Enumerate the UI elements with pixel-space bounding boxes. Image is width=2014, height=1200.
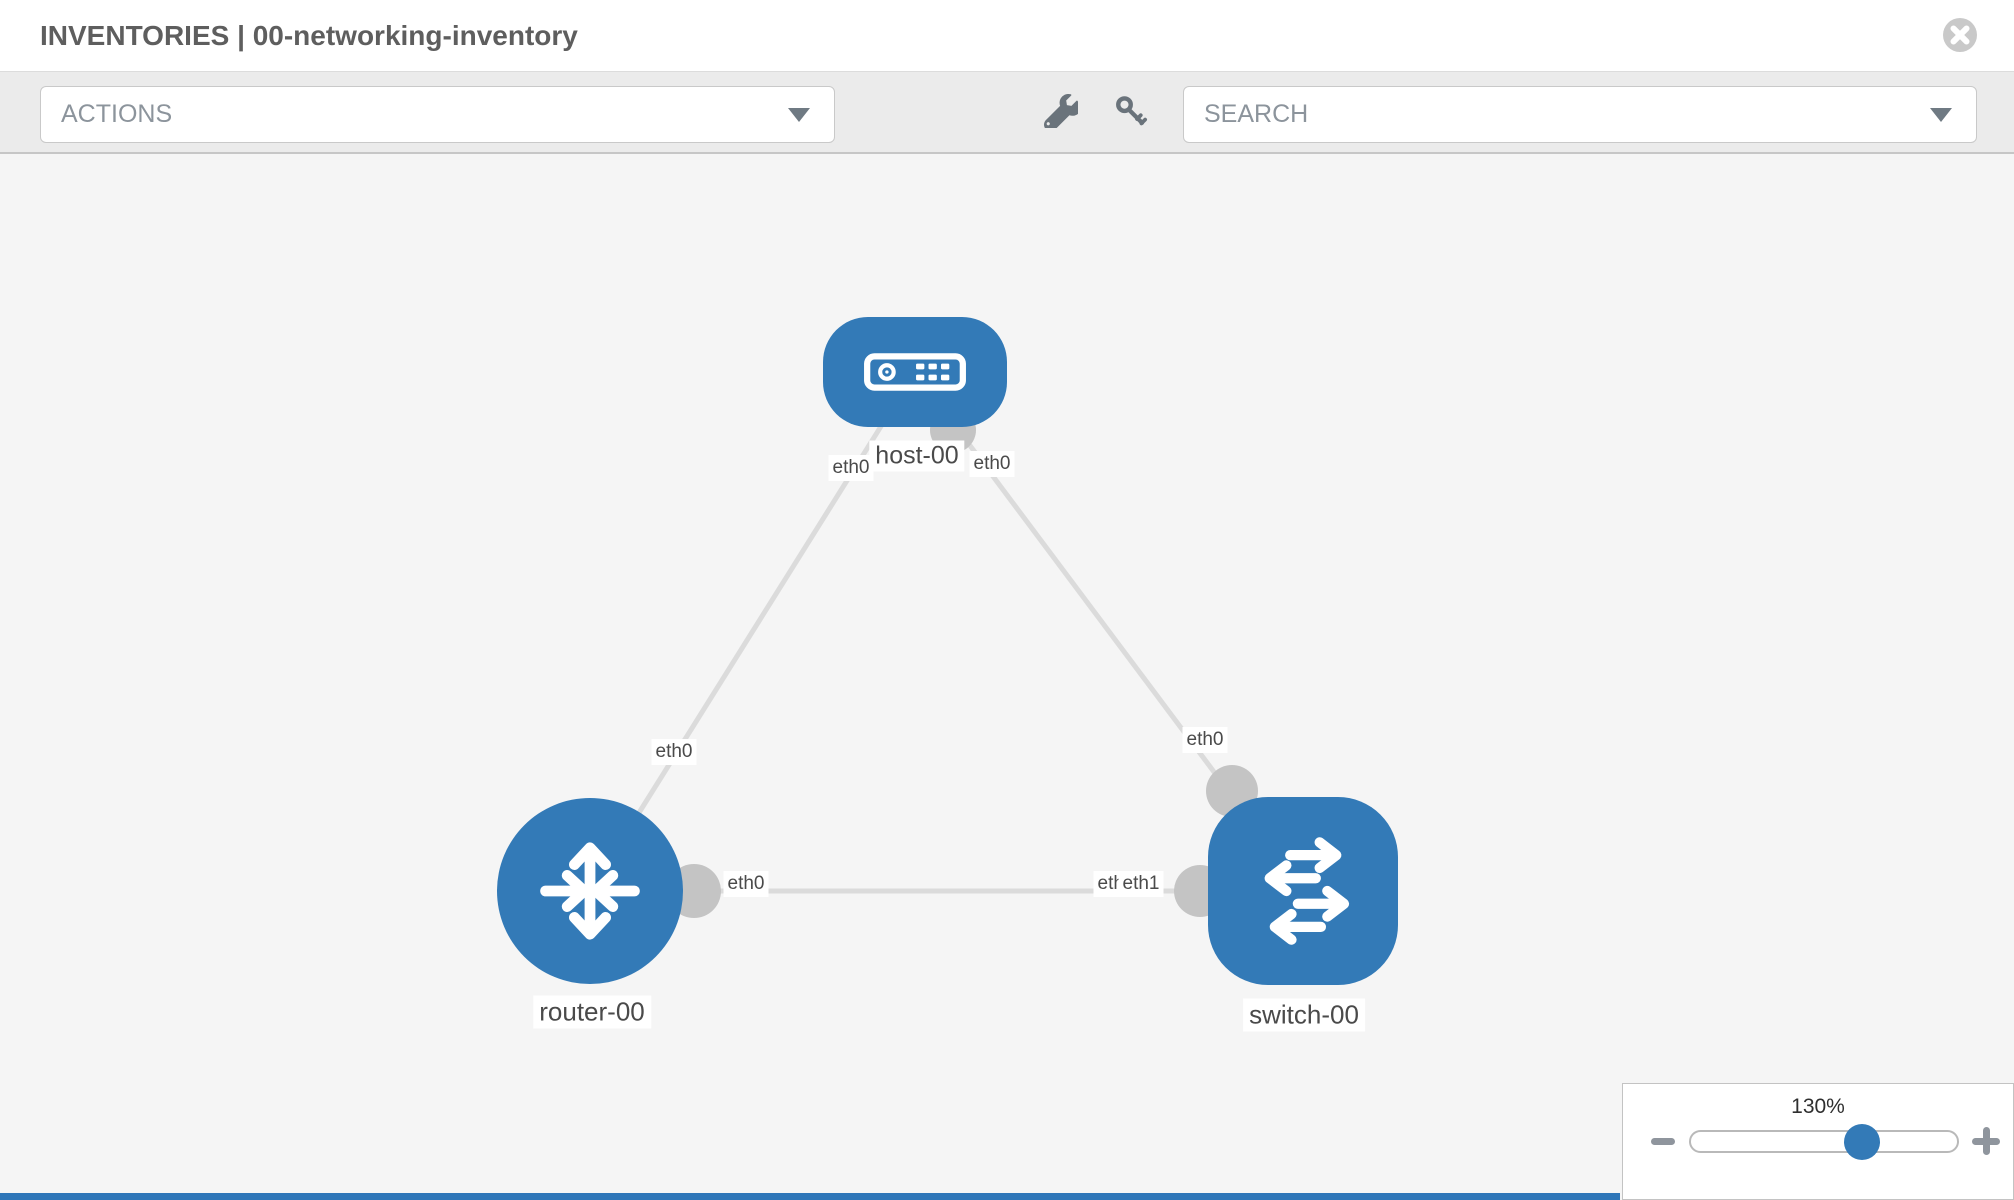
chevron-down-icon (788, 107, 810, 122)
search-dropdown[interactable]: SEARCH (1183, 86, 1977, 143)
topology-canvas[interactable] (0, 154, 2014, 1200)
zoom-control-panel: 130% (1622, 1083, 2014, 1200)
switch-icon (1264, 837, 1350, 945)
node-router-00[interactable] (497, 798, 683, 984)
zoom-slider-track[interactable] (1689, 1130, 1959, 1153)
host-icon (864, 353, 966, 391)
key-credentials-button[interactable] (1112, 94, 1154, 136)
if-label-switch-eth1-front: eth1 (1118, 871, 1164, 897)
tools-button[interactable] (1044, 93, 1086, 136)
if-label-host-eth0-left: eth0 (828, 455, 874, 481)
zoom-in-plus-icon[interactable] (1972, 1127, 2000, 1155)
if-label-router-eth0-right: eth0 (723, 871, 769, 897)
header: INVENTORIES | 00-networking-inventory (0, 0, 2014, 71)
if-label-switch-eth0-top: eth0 (1182, 727, 1228, 753)
chevron-down-icon (1930, 107, 1952, 122)
node-label-switch: switch-00 (1243, 998, 1365, 1032)
close-icon (1943, 18, 1977, 52)
zoom-percentage-label: 130% (1791, 1095, 1845, 1118)
router-icon (540, 842, 640, 940)
actions-dropdown-label: ACTIONS (61, 100, 173, 128)
actions-dropdown[interactable]: ACTIONS (40, 86, 835, 143)
close-button[interactable] (1942, 17, 1978, 53)
zoom-slider-thumb[interactable] (1844, 1124, 1880, 1160)
key-icon (1116, 96, 1147, 126)
footer-accent-bar (0, 1193, 1620, 1200)
wrench-icon (1044, 93, 1082, 132)
zoom-out-minus-icon[interactable] (1651, 1138, 1675, 1145)
page-title: INVENTORIES | 00-networking-inventory (40, 20, 578, 51)
if-label-router-eth0-top: eth0 (651, 739, 697, 765)
if-label-host-eth0-right: eth0 (969, 451, 1015, 477)
node-label-router: router-00 (533, 995, 651, 1029)
node-label-host: host-00 (869, 440, 965, 472)
toolbar: ACTIONS SEARCH (0, 71, 2014, 154)
search-dropdown-label: SEARCH (1204, 100, 1309, 128)
node-switch-00[interactable] (1208, 797, 1398, 985)
node-host-00[interactable] (823, 317, 1007, 427)
